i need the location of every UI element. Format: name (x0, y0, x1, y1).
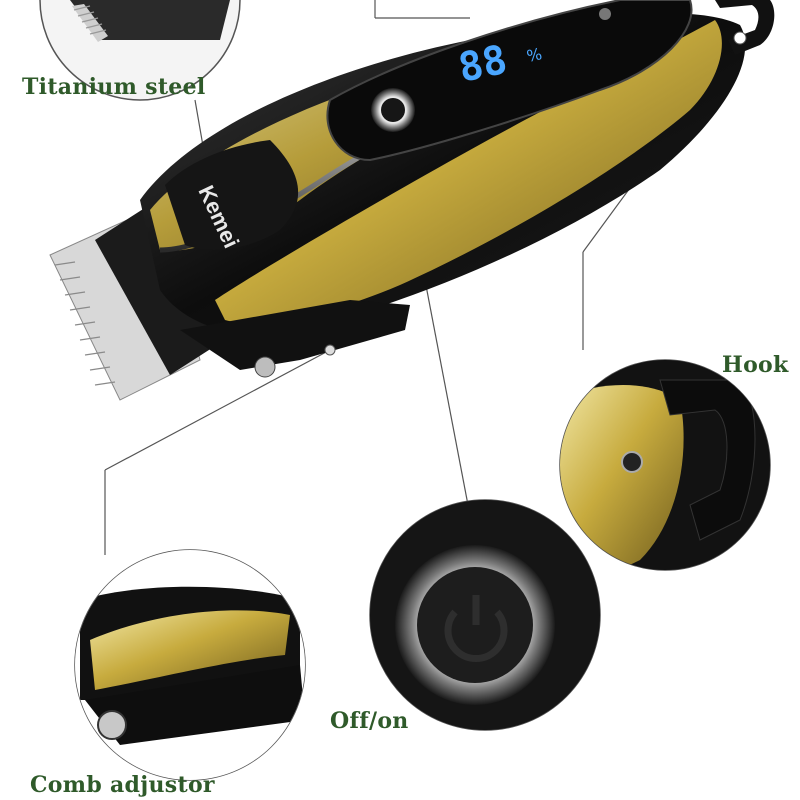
zoom-hook (559, 359, 771, 571)
lcd-display: 88 (455, 37, 512, 92)
clipper-body (49, 0, 775, 401)
zoom-power (369, 499, 601, 731)
label-hook: Hook (722, 352, 789, 378)
label-titanium-steel: Titanium steel (22, 74, 206, 100)
label-off-on: Off/on (330, 708, 409, 734)
lcd-unit: % (525, 44, 544, 66)
zoom-blade (39, 0, 241, 101)
label-comb-adjustor: Comb adjustor (30, 772, 215, 798)
zoom-comb (74, 549, 306, 781)
